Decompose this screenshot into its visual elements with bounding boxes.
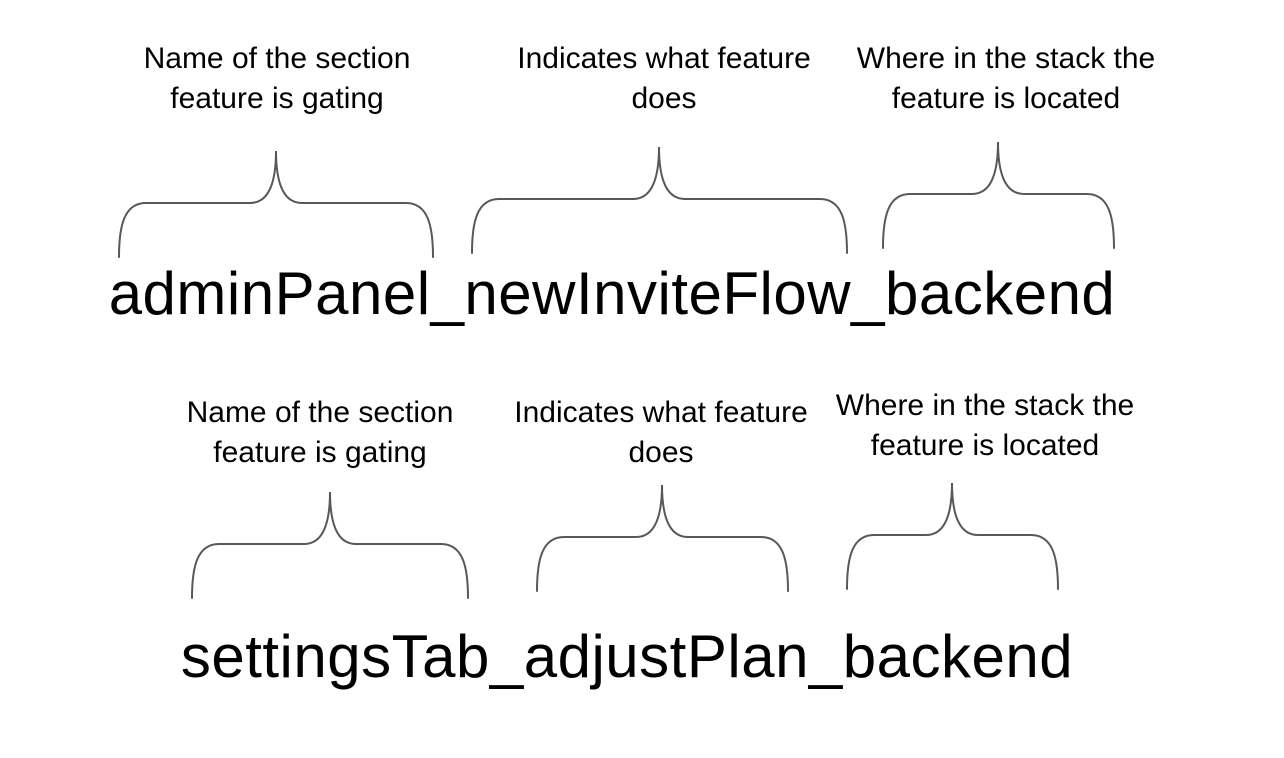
- annotation-line: feature is gating: [170, 82, 384, 115]
- curly-brace-section-1: [118, 150, 434, 258]
- curly-brace-feature-2: [536, 484, 789, 592]
- curly-brace-section-2: [191, 491, 469, 599]
- annotation-line: feature is gating: [213, 436, 427, 469]
- annotation-line: feature is located: [891, 82, 1121, 115]
- annotation-stack-label-2: Where in the stack the feature is locate…: [836, 386, 1134, 466]
- flag-name-1: adminPanel_newInviteFlow_backend: [108, 260, 1116, 327]
- annotation-stack-label-1: Where in the stack the feature is locate…: [857, 39, 1155, 119]
- annotation-line: Where in the stack the: [856, 42, 1156, 75]
- annotation-line: Name of the section: [186, 396, 454, 429]
- annotation-line: Indicates what feature: [517, 42, 811, 75]
- annotation-section-label-1: Name of the section feature is gating: [144, 39, 411, 119]
- annotation-feature-label-2: Indicates what feature does: [514, 393, 808, 473]
- annotation-line: does: [628, 436, 694, 469]
- annotation-section-label-2: Name of the section feature is gating: [187, 393, 454, 473]
- annotation-line: does: [631, 82, 697, 115]
- curly-brace-stack-1: [882, 141, 1115, 249]
- flag-name-2: settingsTab_adjustPlan_backend: [180, 623, 1074, 690]
- annotation-feature-label-1: Indicates what feature does: [517, 39, 811, 119]
- annotation-line: feature is located: [870, 429, 1100, 462]
- curly-brace-feature-1: [471, 146, 848, 254]
- annotation-line: Indicates what feature: [514, 396, 808, 429]
- curly-brace-stack-2: [846, 482, 1059, 590]
- annotation-line: Where in the stack the: [835, 389, 1135, 422]
- annotation-line: Name of the section: [143, 42, 411, 75]
